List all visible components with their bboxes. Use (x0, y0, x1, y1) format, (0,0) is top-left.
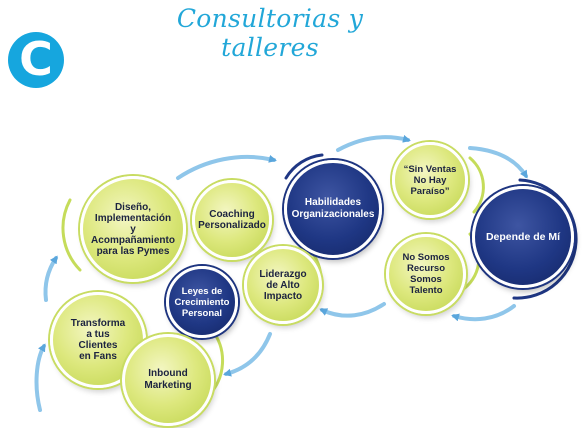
node-leyes-crecimiento-personal: Leyes de Crecimiento Personal (166, 266, 238, 338)
node-label: Diseño, Implementación y Acompañamiento … (91, 201, 175, 257)
ring-arc (284, 153, 324, 180)
flow-arrow (43, 255, 58, 302)
ring-arc (512, 178, 578, 300)
node-inbound-marketing: Inbound Marketing (122, 334, 214, 426)
flow-arrow (336, 134, 411, 152)
node-diseno-implementacion: Diseño, Implementación y Acompañamiento … (80, 176, 186, 282)
node-label: Liderazgo de Alto Impacto (259, 268, 307, 302)
node-label: Coaching Personalizado (198, 209, 266, 231)
node-label: No Somos Recurso Somos Talento (402, 252, 450, 296)
node-label: Habilidades Organizacionales (291, 197, 375, 220)
flow-arrow (223, 332, 272, 377)
page-title: Consultorias y talleres (176, 4, 364, 62)
node-sin-ventas: “Sin Ventas No Hay Paraíso” (392, 142, 468, 218)
node-label: “Sin Ventas No Hay Paraíso” (403, 163, 457, 197)
flow-arrow (34, 343, 46, 412)
flow-arrow (468, 146, 528, 179)
flow-arrow (176, 154, 277, 180)
ring-arc (468, 156, 485, 214)
ring-arc (61, 198, 82, 272)
node-no-somos-recurso: No Somos Recurso Somos Talento (386, 234, 466, 314)
node-liderazgo-alto-impacto: Liderazgo de Alto Impacto (244, 246, 322, 324)
node-label: Inbound Marketing (144, 368, 192, 391)
node-label: Depende de Mí (485, 231, 561, 243)
c-logo-icon: C (8, 32, 64, 88)
logo-letter: C (19, 32, 53, 86)
ring-arc (206, 328, 225, 398)
flow-arrow (451, 304, 516, 322)
node-label: Transforma a tus Clientes en Fans (70, 318, 126, 362)
node-depende-de-mi: Depende de Mí (472, 186, 574, 288)
node-label: Leyes de Crecimiento Personal (174, 285, 230, 319)
node-habilidades-organizacionales: Habilidades Organizacionales (284, 160, 382, 258)
node-coaching-personalizado: Coaching Personalizado (192, 180, 272, 260)
flow-arrow (319, 302, 386, 318)
